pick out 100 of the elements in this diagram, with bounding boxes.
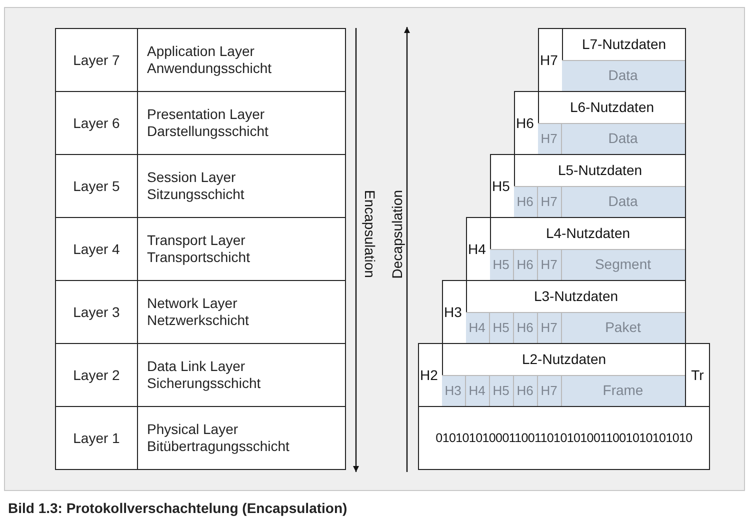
table-cell <box>137 217 346 281</box>
layer-name: Physical Layer <box>147 421 240 438</box>
table-cell <box>55 217 138 281</box>
layer-name: Transport Layer <box>147 232 246 249</box>
data-block <box>562 122 684 154</box>
direction-label: Encapsulation <box>361 190 379 278</box>
table-cell <box>137 406 346 470</box>
data-label: Data <box>608 66 638 85</box>
table-cell <box>55 91 138 155</box>
data-block <box>562 186 684 216</box>
nested-header-block <box>466 374 490 406</box>
payload-block <box>490 217 686 281</box>
header-block <box>514 91 539 155</box>
nested-header-block <box>490 312 514 342</box>
direction-label: Decapsulation <box>388 190 406 279</box>
layer-name: Data Link Layer <box>147 358 246 375</box>
nested-header-block <box>538 374 562 406</box>
data-label: Frame <box>602 381 644 400</box>
payload-label: L6-Nutzdaten <box>570 98 654 117</box>
table-cell <box>55 154 138 218</box>
header-label: H4 <box>468 318 486 337</box>
layer-number: Layer 6 <box>73 114 120 133</box>
layer-name: Sicherungsschicht <box>147 375 262 392</box>
header-label: H6 <box>516 382 534 400</box>
nested-header-block <box>466 312 490 342</box>
table-cell <box>137 280 346 344</box>
nested-header-block <box>442 374 466 406</box>
header-label: H2 <box>420 366 438 384</box>
trailer-block <box>685 343 710 407</box>
layer-name: Bitübertragungsschicht <box>147 438 290 455</box>
nested-header-block <box>538 122 562 154</box>
payload-block <box>514 154 686 218</box>
nested-header-block <box>514 312 538 342</box>
nested-header-block <box>538 312 562 342</box>
caption: Bild 1.3: Protokollverschachtelung (Encapsulation) <box>8 499 348 518</box>
data-block <box>562 374 684 406</box>
bit-sequence: 010101010001100110101010011001010101010 <box>436 430 692 447</box>
table-cell <box>55 280 138 344</box>
layer-number: Layer 2 <box>73 366 120 385</box>
header-label: H5 <box>492 256 510 274</box>
trailer-label: Tr <box>691 366 704 384</box>
header-label: H6 <box>516 256 534 274</box>
header-label: H5 <box>492 382 510 400</box>
payload-block <box>562 28 686 92</box>
data-label: Segment <box>594 255 652 274</box>
payload-label: L7-Nutzdaten <box>582 35 666 54</box>
data-label: Data <box>608 129 638 148</box>
header-label: H4 <box>468 382 486 400</box>
header-block <box>466 217 491 281</box>
table-cell <box>137 28 346 92</box>
nested-header-block <box>490 248 514 280</box>
payload-label: L3-Nutzdaten <box>534 287 618 306</box>
header-block <box>418 343 443 407</box>
payload-block <box>466 280 686 344</box>
layer-number: Layer 5 <box>73 176 120 196</box>
data-block <box>562 248 684 280</box>
header-label: H5 <box>492 176 510 196</box>
header-label: H3 <box>444 382 462 400</box>
header-label: H4 <box>468 240 486 258</box>
layer-name: Transportschicht <box>147 249 251 266</box>
table-cell <box>137 154 346 218</box>
header-block <box>442 280 467 344</box>
header-label: H5 <box>492 318 510 337</box>
payload-label: L4-Nutzdaten <box>546 224 630 243</box>
header-label: H7 <box>540 192 558 211</box>
table-cell <box>55 406 138 470</box>
header-block <box>538 28 563 92</box>
header-label: H7 <box>540 382 558 400</box>
table-cell <box>55 28 138 92</box>
nested-header-block <box>514 186 538 216</box>
payload-block <box>442 343 686 407</box>
header-label: H7 <box>540 318 558 337</box>
layer-name: Network Layer <box>147 295 238 312</box>
table-cell <box>55 343 138 407</box>
layer-name: Darstellungsschicht <box>147 123 270 140</box>
layer-name: Session Layer <box>147 169 237 186</box>
layer-number: Layer 1 <box>73 428 120 448</box>
layer-name: Anwendungsschicht <box>147 60 273 77</box>
layer-number: Layer 7 <box>73 50 120 70</box>
header-block <box>490 154 515 218</box>
nested-header-block <box>514 248 538 280</box>
data-label: Paket <box>605 318 641 337</box>
bitstream-block <box>418 406 710 470</box>
nested-header-block <box>490 374 514 406</box>
nested-header-block <box>538 186 562 216</box>
nested-header-block <box>514 374 538 406</box>
layer-number: Layer 3 <box>73 302 120 322</box>
payload-label: L2-Nutzdaten <box>522 350 606 369</box>
nested-header-block <box>538 248 562 280</box>
header-label: H3 <box>444 302 462 322</box>
payload-label: L5-Nutzdaten <box>558 161 642 180</box>
table-cell <box>137 91 346 155</box>
layer-name: Presentation Layer <box>147 106 266 123</box>
table-cell <box>137 343 346 407</box>
header-label: H7 <box>540 256 558 274</box>
data-block <box>562 312 684 342</box>
header-label: H6 <box>516 114 534 132</box>
layer-name: Netzwerkschicht <box>147 312 250 329</box>
header-label: H6 <box>516 192 534 211</box>
header-label: H6 <box>516 318 534 337</box>
